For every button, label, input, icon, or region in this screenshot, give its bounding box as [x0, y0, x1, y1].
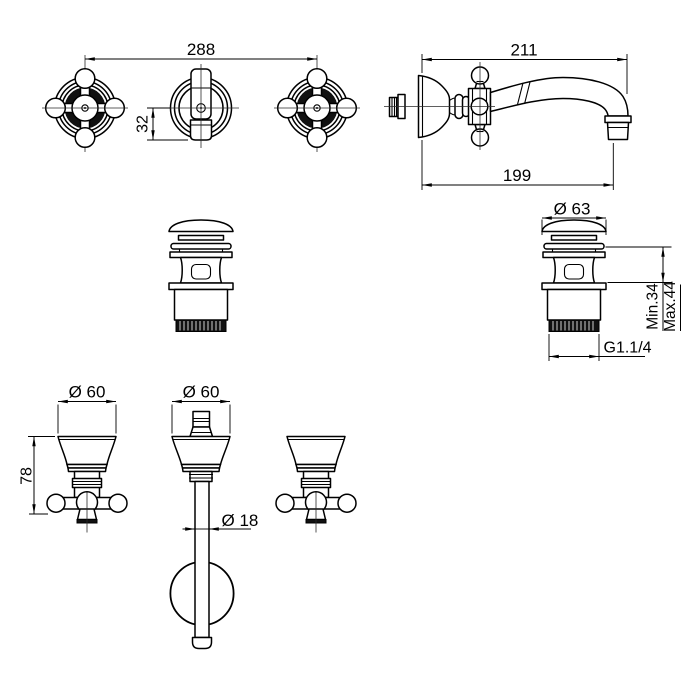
front-view: Ø 60 Ø 60 78 Ø 18: [19, 383, 357, 650]
dim-211-label: 211: [510, 41, 537, 60]
plan-view: 288 32: [41, 40, 361, 152]
dim-60-left: Ø 60: [57, 383, 117, 434]
drain-front-view: [168, 219, 234, 333]
dim-60-mid: Ø 60: [171, 383, 231, 434]
dim-78-label: 78: [19, 467, 36, 485]
drain-side-view: [541, 219, 607, 333]
dim-thread-label: G1.1/4: [604, 340, 652, 357]
dim-78: 78: [19, 436, 55, 515]
dim-min-max: Min.34 Max.44: [605, 246, 681, 332]
dim-min-label: Min.34: [645, 283, 662, 330]
dim-63: Ø 63: [541, 200, 607, 235]
dim-18-label: Ø 18: [222, 511, 259, 530]
dim-288: 288: [84, 40, 318, 61]
dim-60-mid-label: Ø 60: [183, 383, 220, 402]
spout-front: [169, 410, 235, 650]
right-handle-front: [275, 435, 357, 534]
dim-18: Ø 18: [182, 511, 259, 531]
dim-211: 211: [421, 41, 628, 94]
dim-32-label: 32: [135, 115, 152, 133]
dim-63-label: Ø 63: [554, 200, 591, 219]
dim-60-left-label: Ø 60: [69, 383, 106, 402]
side-view: 211 199: [384, 41, 632, 190]
spout-body: [489, 76, 632, 141]
dim-199: 199: [421, 140, 614, 190]
right-handle-plan: [273, 67, 361, 149]
dim-max-label: Max.44: [662, 281, 679, 332]
left-handle-front: [46, 435, 128, 534]
dim-199-label: 199: [503, 166, 531, 185]
spout-tube: [194, 480, 210, 639]
dim-thread: G1.1/4: [548, 334, 652, 361]
dim-32: 32: [135, 107, 188, 141]
dim-288-label: 288: [187, 40, 215, 59]
drain-dims: Ø 63 Min.34 Max.44 G1.1/4: [541, 200, 681, 361]
left-handle-plan: [41, 67, 129, 149]
